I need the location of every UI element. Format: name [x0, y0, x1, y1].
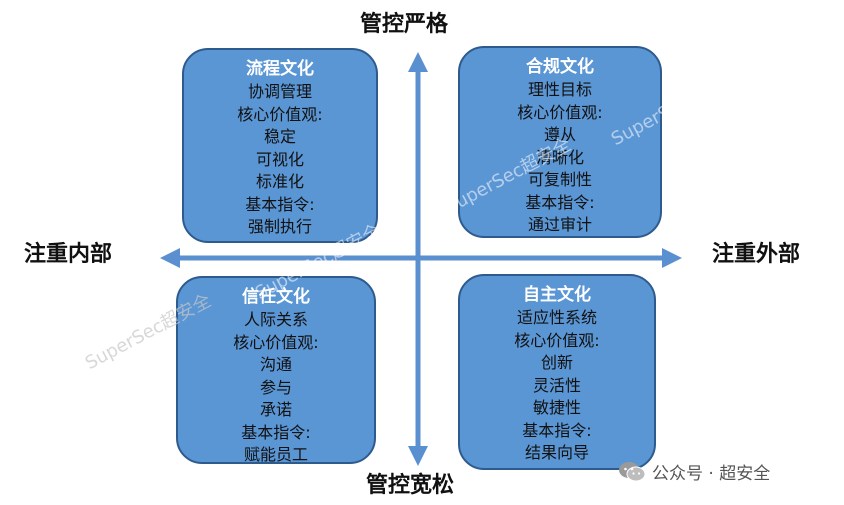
quadrant-autonomy-culture: 自主文化 适应性系统 核心价值观: 创新 灵活性 敏捷性 基本指令: 结果向导: [458, 274, 656, 470]
quadrant-item: 承诺: [259, 400, 292, 419]
quadrant-item: 标准化: [255, 172, 304, 191]
quadrant-item: 核心价值观:: [514, 330, 600, 350]
footer-text: 公众号 · 超安全: [652, 464, 771, 484]
quadrant-item: 创新: [540, 353, 573, 372]
quadrant-title: 合规文化: [526, 57, 594, 77]
quadrant-item: 遵从: [543, 125, 576, 144]
quadrant-trust-culture: 信任文化 人际关系 核心价值观: 沟通 参与 承诺 基本指令: 赋能员工: [176, 276, 376, 464]
quadrant-item: 基本指令:: [525, 192, 595, 212]
quadrant-item: 强制执行: [247, 217, 312, 236]
quadrant-item: 基本指令:: [245, 194, 315, 214]
quadrant-item: 适应性系统: [516, 308, 597, 327]
quadrant-item: 协调管理: [247, 82, 312, 101]
quadrant-item: 基本指令:: [522, 420, 592, 440]
quadrant-title: 自主文化: [523, 285, 591, 305]
quadrant-compliance-culture: 合规文化 理性目标 核心价值观: 遵从 清晰化 可复制性 基本指令: 通过审计: [458, 46, 662, 238]
quadrant-item: 人际关系: [243, 310, 308, 329]
quadrant-item: 可复制性: [527, 170, 592, 189]
quadrant-item: 清晰化: [535, 147, 584, 167]
quadrant-item: 理性目标: [527, 80, 592, 99]
quadrant-item: 稳定: [263, 127, 296, 146]
quadrant-item: 通过审计: [527, 215, 592, 234]
quadrant-item: 灵活性: [532, 375, 581, 395]
quadrant-item: 可视化: [255, 149, 304, 169]
quadrant-item: 敏捷性: [532, 398, 581, 417]
quadrant-item: 沟通: [259, 355, 292, 374]
wechat-icon: [619, 461, 646, 481]
quadrant-item: 核心价值观:: [237, 104, 323, 124]
axis-label-left: 注重内部: [24, 242, 113, 267]
axis-label-bottom: 管控宽松: [366, 473, 455, 498]
quadrant-process-culture: 流程文化 协调管理 核心价值观: 稳定 可视化 标准化 基本指令: 强制执行: [182, 48, 378, 243]
quadrant-item: 核心价值观:: [233, 332, 319, 352]
quadrant-title: 流程文化: [246, 59, 314, 79]
axis-label-right: 注重外部: [712, 242, 801, 267]
quadrant-title: 信任文化: [242, 287, 310, 307]
axis-label-top: 管控严格: [360, 12, 449, 37]
quadrant-item: 核心价值观:: [517, 102, 603, 122]
quadrant-item: 参与: [259, 377, 292, 397]
quadrant-item: 结果向导: [524, 443, 589, 462]
footer-account: 公众号 · 超安全: [618, 459, 770, 484]
quadrant-item: 赋能员工: [243, 445, 308, 464]
quadrant-item: 基本指令:: [241, 422, 311, 442]
